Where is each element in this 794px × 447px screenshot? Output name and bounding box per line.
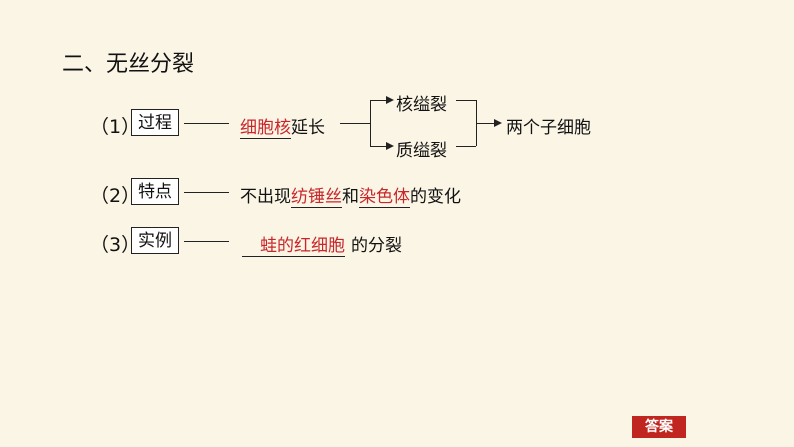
row2-number: （2） xyxy=(90,185,141,207)
branch-bottom-line xyxy=(370,146,390,147)
row2-label-box: 特点 xyxy=(131,178,179,205)
row2-connector xyxy=(184,192,229,193)
row2-mid: 和 xyxy=(342,187,359,207)
row3-number: （3） xyxy=(90,234,141,256)
row1-connector xyxy=(184,123,229,124)
branch-top-out xyxy=(456,100,476,101)
row1-number: （1） xyxy=(90,116,141,138)
row3-suffix: 的分裂 xyxy=(351,236,402,256)
arrowhead-top xyxy=(386,96,394,104)
row3-label-box: 实例 xyxy=(131,227,179,254)
row1-suffix: 延长 xyxy=(291,118,325,138)
row3-connector xyxy=(184,241,229,242)
branch-bottom-text: 质缢裂 xyxy=(396,141,447,161)
branch-top-line xyxy=(370,100,390,101)
row2-suffix: 的变化 xyxy=(410,187,461,207)
row1-answer: 细胞核 xyxy=(240,118,291,139)
branch-left-vertical xyxy=(370,100,371,146)
row1-fill: 细胞核延长 xyxy=(240,113,325,139)
branch-stem xyxy=(340,123,370,124)
arrowhead-result xyxy=(494,119,502,127)
branch-top-text: 核缢裂 xyxy=(396,95,447,115)
answer-button[interactable]: 答案 xyxy=(632,416,686,438)
row1-label-box: 过程 xyxy=(131,109,179,136)
arrowhead-bottom xyxy=(386,142,394,150)
row2-answer1: 纺锤丝 xyxy=(291,187,342,208)
branch-result-text: 两个子细胞 xyxy=(506,118,591,138)
branch-bottom-out xyxy=(456,146,476,147)
row3-answer: 蛙的红细胞 xyxy=(242,236,345,257)
row2-answer2: 染色体 xyxy=(359,187,410,208)
row2-prefix: 不出现 xyxy=(240,187,291,207)
section-heading: 二、无丝分裂 xyxy=(62,52,195,77)
row3-fill: 蛙的红细胞的分裂 xyxy=(242,231,402,257)
branch-merge-line xyxy=(476,123,496,124)
row2-fill: 不出现纺锤丝和染色体的变化 xyxy=(240,182,461,208)
